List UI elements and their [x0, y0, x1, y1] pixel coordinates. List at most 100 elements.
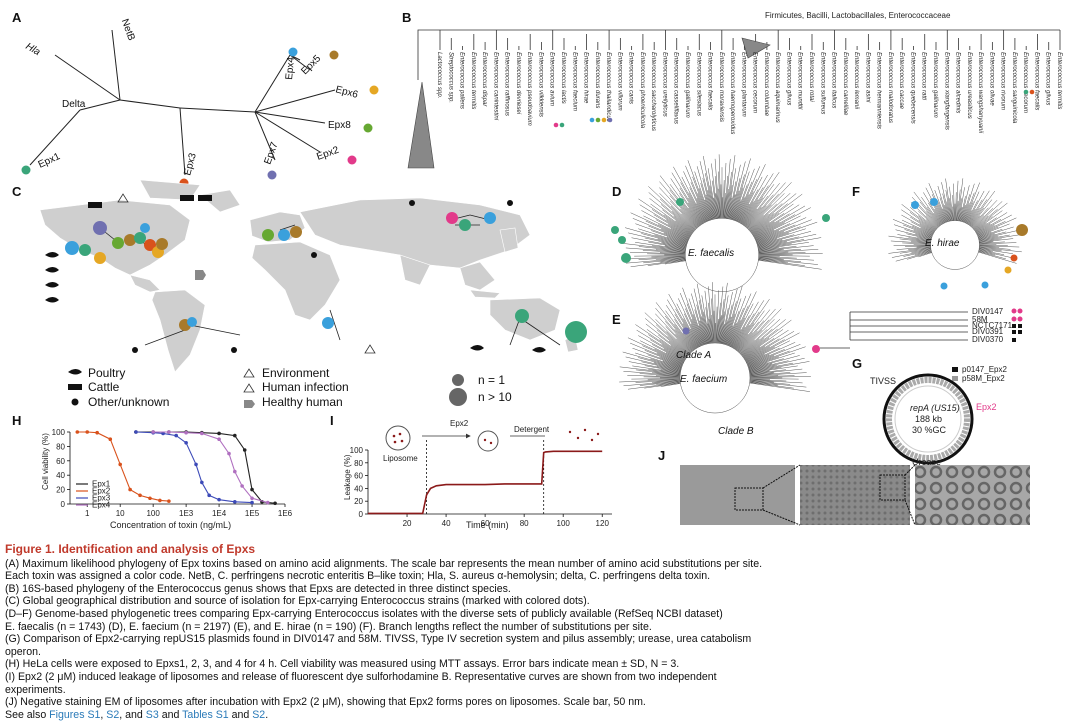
e-strain-dot	[1012, 309, 1017, 314]
clade-a: Clade A	[676, 350, 712, 361]
taxon-label: Enterococcus hirae	[583, 52, 589, 104]
tree-leaf-delta: Delta	[62, 99, 86, 110]
plasmid-size: 188 kb	[915, 414, 942, 424]
taxon-label: Enterococcus alcedinis	[955, 52, 961, 113]
panel-label-a: A	[12, 10, 22, 25]
other-icon	[231, 347, 237, 353]
taxon-label: Enterococcus malodoratus	[887, 52, 893, 123]
link-table-s1[interactable]: Tables S1	[182, 709, 229, 721]
h-point	[85, 430, 89, 434]
taxon-label: Enterococcus columbae	[763, 52, 769, 117]
h-xlabel: Concentration of toxin (ng/mL)	[110, 520, 231, 530]
link-figure-s3[interactable]: S3	[146, 709, 159, 721]
taxon-label: Enterococcus viikkiensis	[537, 52, 543, 117]
other-icon	[132, 347, 138, 353]
species-e-hirae: E. hirae	[925, 238, 960, 249]
b-epx-dot	[560, 123, 565, 128]
i-xtick-label: 40	[442, 519, 451, 528]
b-epx-dot	[1030, 90, 1035, 95]
taxon-label: Enterococcus olivae	[988, 52, 994, 106]
panel-label-h: H	[12, 413, 21, 428]
h-point	[200, 432, 204, 436]
d-epx-dot	[611, 226, 619, 234]
taxon-label: Enterococcus gilvus	[1045, 52, 1051, 105]
repa-label: repA (US15)	[910, 403, 960, 413]
h-point	[167, 499, 171, 503]
h-point	[233, 500, 237, 504]
panel-label-d: D	[612, 184, 621, 199]
h-point	[217, 432, 221, 436]
taxon-label: Enterococcus gallinarum	[684, 52, 690, 118]
h-point	[273, 501, 277, 505]
i-ytick-label: 0	[359, 510, 364, 519]
taxon-label: Lactococcus spp.	[436, 52, 442, 98]
h-xtick-label: 1E4	[212, 509, 227, 518]
taxon-label: Enterococcus silesiacus	[695, 52, 701, 116]
caption-line: (B) 16S-based phylogeny of the Enterococ…	[5, 583, 1073, 596]
tree-leaf-epx5: Epx5	[299, 53, 323, 77]
map-dot-epx6	[94, 252, 106, 264]
h-point	[158, 499, 162, 503]
panel-label-b: B	[402, 10, 411, 25]
size-legend-large	[449, 388, 467, 406]
h-point	[118, 463, 122, 467]
i-xtick-label: 100	[557, 519, 571, 528]
link-figure-s1[interactable]: Figures S1	[49, 709, 100, 721]
clade-b: Clade B	[718, 426, 754, 437]
epx8-dot	[364, 124, 373, 133]
h-point	[184, 431, 188, 435]
h-point	[134, 430, 138, 434]
other-icon	[409, 200, 415, 206]
map-dot-epx4	[322, 317, 334, 329]
f-epx-dot	[982, 282, 989, 289]
link-figure-s2[interactable]: S2	[106, 709, 119, 721]
caption-see-also: See also Figures S1, S2, and S3 and Tabl…	[5, 709, 1073, 721]
panel-g: G p0147_Epx2 p58M_Epx2 TIVSS repA (US15)…	[852, 356, 1007, 467]
taxon-label: Enterococcus faecium	[571, 52, 577, 111]
map-dot-epx4	[65, 241, 79, 255]
taxon-label: Enterococcus aquimarinus	[774, 52, 780, 123]
size-legend-small	[452, 374, 464, 386]
tree-leaf-epx8: Epx8	[328, 120, 351, 131]
taxon-label: Enterococcus mundtii	[797, 52, 803, 110]
map-dot-epx1	[515, 309, 529, 323]
h-point	[151, 430, 155, 434]
tree-leaf-epx2: Epx2	[315, 145, 341, 163]
legend-healthy-human: Healthy human	[262, 395, 343, 409]
taxon-label: Enterococcus quebecensis	[909, 52, 915, 124]
liposome-icon	[386, 426, 410, 450]
taxon-label: Streptococcus spp.	[447, 52, 453, 103]
h-point	[194, 463, 198, 467]
taxon-label: Enterococcus thailandicus	[605, 52, 611, 122]
poultry-icon	[45, 267, 59, 273]
tree-leaf-epx3: Epx3	[182, 151, 199, 176]
i-ytick-label: 20	[354, 497, 363, 506]
i-xtick-label: 80	[520, 519, 529, 528]
map-dot-epx1	[134, 232, 146, 244]
i-xtick-label: 120	[596, 519, 610, 528]
h-point	[233, 434, 237, 438]
taxon-label: Enterococcus ratti	[921, 52, 927, 101]
b-epx-dot	[1024, 90, 1029, 95]
plasmid-p58m: p58M_Epx2	[962, 374, 1005, 383]
h-series-line	[136, 432, 275, 503]
h-point	[266, 501, 270, 505]
link-table-s2[interactable]: S2	[252, 709, 265, 721]
cattle-icon	[180, 195, 194, 201]
taxon-label: Enterococcus camelliae	[842, 52, 848, 116]
h-point	[217, 498, 221, 502]
h-point	[148, 496, 152, 500]
panel-d: D E. faecalis	[611, 154, 830, 291]
liposome-label: Liposome	[383, 454, 418, 463]
taxon-label: Enterococcus rivorum	[1000, 52, 1006, 110]
taxon-label: Enterococcus sanguinicola	[1011, 52, 1017, 124]
h-series-line	[153, 432, 268, 503]
i-xlabel: Time (min)	[466, 520, 509, 530]
caption-line: (H) HeLa cells were exposed to Epxs1, 2,…	[5, 658, 1073, 671]
legend-human-infection-icon	[244, 384, 254, 392]
epx2-annot: Epx2	[450, 419, 469, 428]
d-epx-dot	[618, 236, 626, 244]
h-point	[227, 452, 231, 456]
taxon-label: Enterococcus plantarum	[740, 52, 746, 117]
i-ytick-label: 60	[354, 472, 363, 481]
